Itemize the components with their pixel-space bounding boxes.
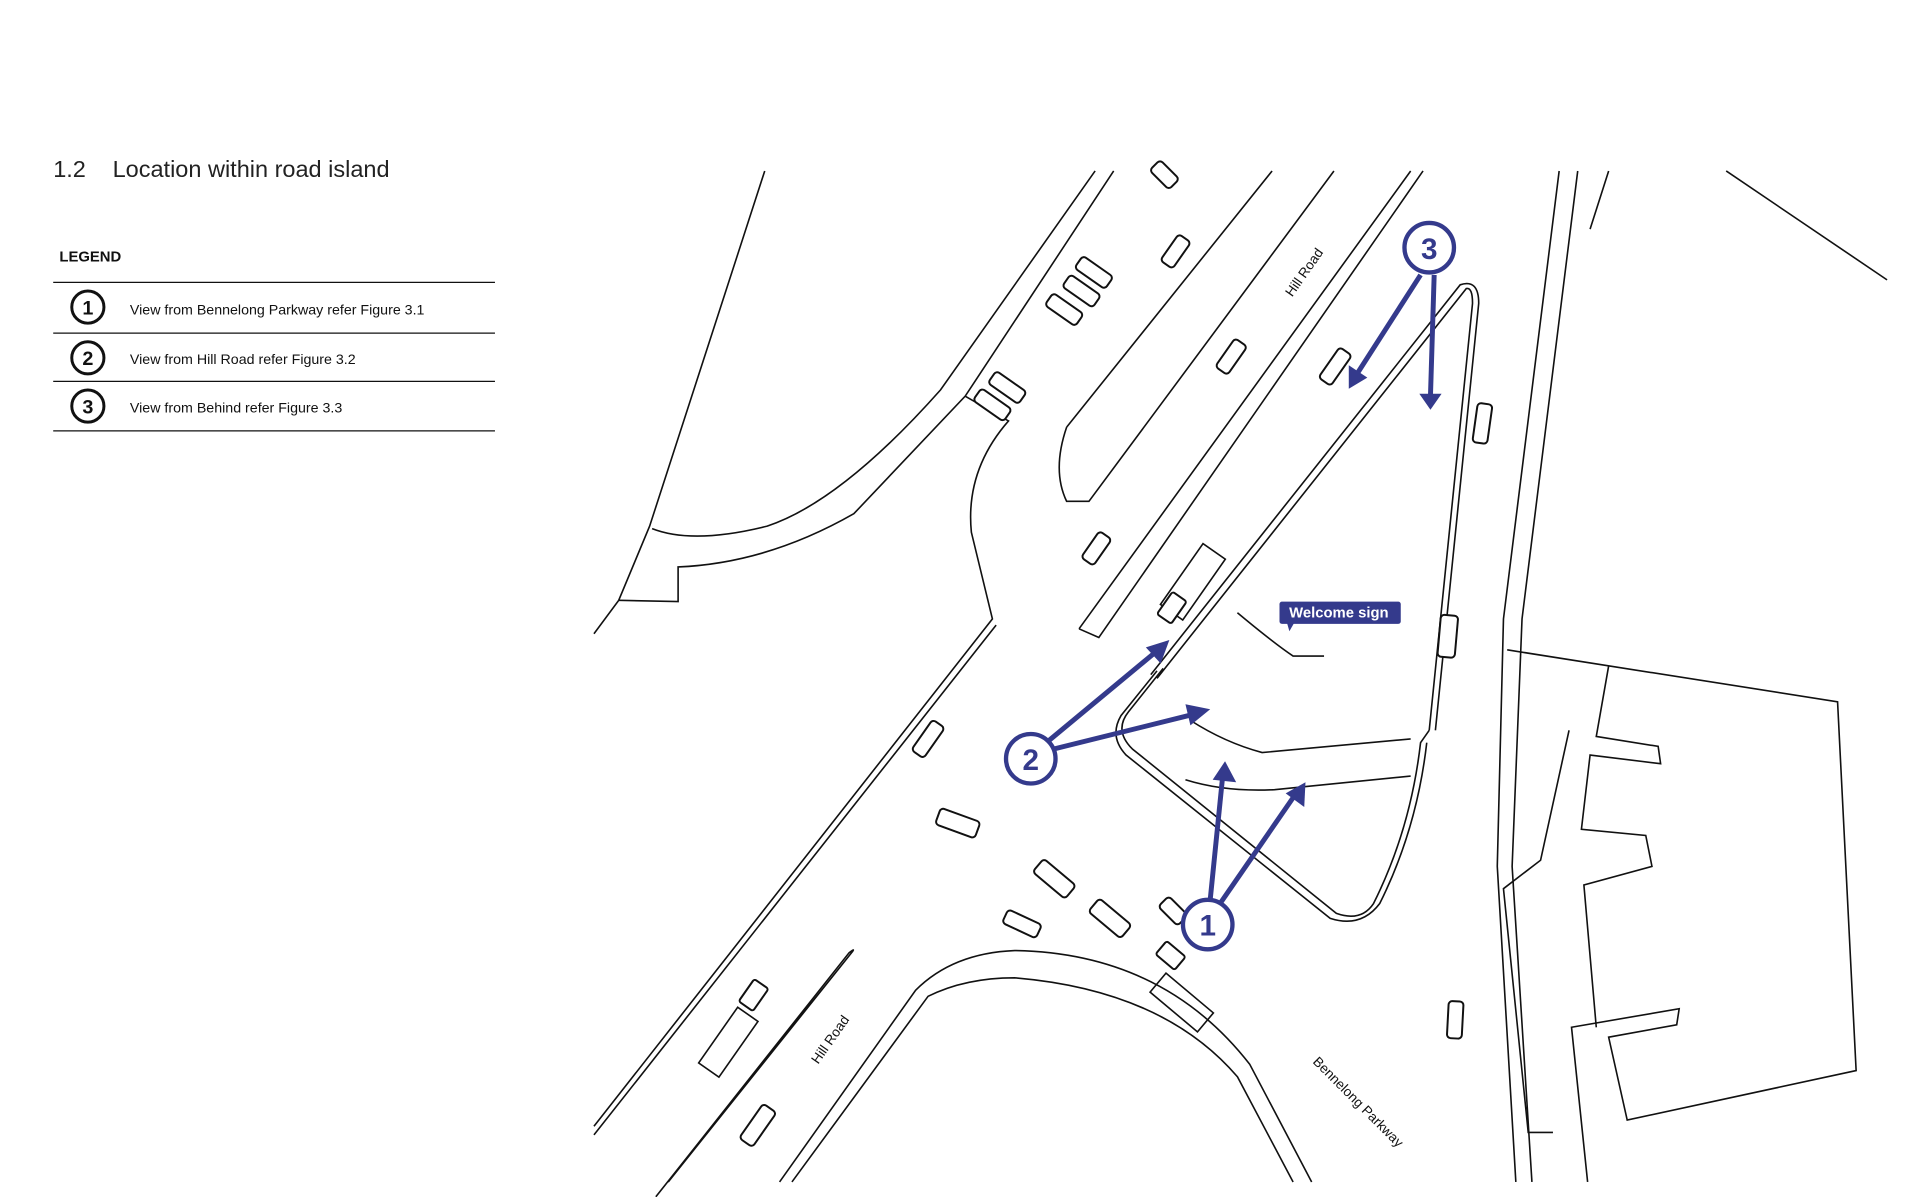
viewpoint-marker-icon (1180, 897, 1235, 952)
viewpoint-number: 2 (1023, 744, 1040, 777)
car-icon (911, 719, 945, 758)
viewpoint-1: 1 (1180, 761, 1306, 952)
truck-icon (1155, 940, 1186, 971)
car-icon (1088, 898, 1132, 939)
car-icon (1215, 338, 1247, 375)
viewpoint-marker-icon (1402, 220, 1457, 275)
car-icon (1074, 256, 1113, 289)
viewpoint-3: 3 (1348, 220, 1457, 410)
legend-label: View from Hill Road refer Figure 3.2 (130, 352, 356, 368)
road-label-hill-road: Hill Road (1282, 245, 1326, 299)
legend-marker-icon (70, 289, 106, 325)
car-icon (1446, 1000, 1465, 1040)
legend-item: 1 View from Bennelong Parkway refer Figu… (70, 289, 425, 325)
legend-label: View from Bennelong Parkway refer Figure… (130, 303, 425, 319)
car-icon (1160, 234, 1191, 269)
truck-icon (1156, 591, 1187, 624)
car-icon (1436, 613, 1459, 659)
viewpoint-number: 1 (1199, 910, 1216, 943)
vehicles (738, 160, 1494, 1147)
legend-marker-icon (70, 340, 106, 376)
car-icon (739, 1103, 776, 1147)
road-label-hill-road: Hill Road (808, 1013, 852, 1067)
legend-marker-icon (70, 388, 106, 424)
welcome-sign-callout: Welcome sign (1279, 601, 1401, 632)
car-icon (1045, 293, 1084, 326)
car-icon (973, 388, 1012, 422)
legend-heading: LEGEND (59, 249, 121, 265)
car-icon (1062, 274, 1101, 308)
page-title: Location within road island (113, 156, 390, 182)
car-icon (1318, 347, 1352, 386)
legend-number: 3 (82, 397, 93, 419)
legend-number: 2 (82, 348, 93, 370)
legend-item: 3 View from Behind refer Figure 3.3 (70, 388, 342, 424)
car-icon (1081, 531, 1112, 566)
section-number: 1.2 (53, 156, 86, 182)
legend-dividers (53, 281, 495, 432)
car-icon (1033, 859, 1076, 899)
road-label-bennelong-parkway: Bennelong Parkway (1310, 1054, 1406, 1150)
road-linework (593, 170, 1888, 1197)
car-icon (1150, 160, 1179, 190)
car-icon (1471, 402, 1494, 445)
legend-label: View from Behind refer Figure 3.3 (130, 400, 342, 416)
viewpoint-2: 2 (1003, 639, 1211, 786)
car-icon (1002, 909, 1042, 939)
viewpoint-number: 3 (1421, 233, 1438, 266)
legend-number: 1 (82, 298, 93, 320)
car-icon (988, 371, 1027, 404)
truck-icon (738, 978, 769, 1012)
legend-item: 2 View from Hill Road refer Figure 3.2 (70, 340, 356, 376)
viewpoint-marker-icon (1003, 731, 1058, 786)
welcome-sign-label: Welcome sign (1289, 606, 1388, 622)
car-icon (935, 807, 981, 839)
